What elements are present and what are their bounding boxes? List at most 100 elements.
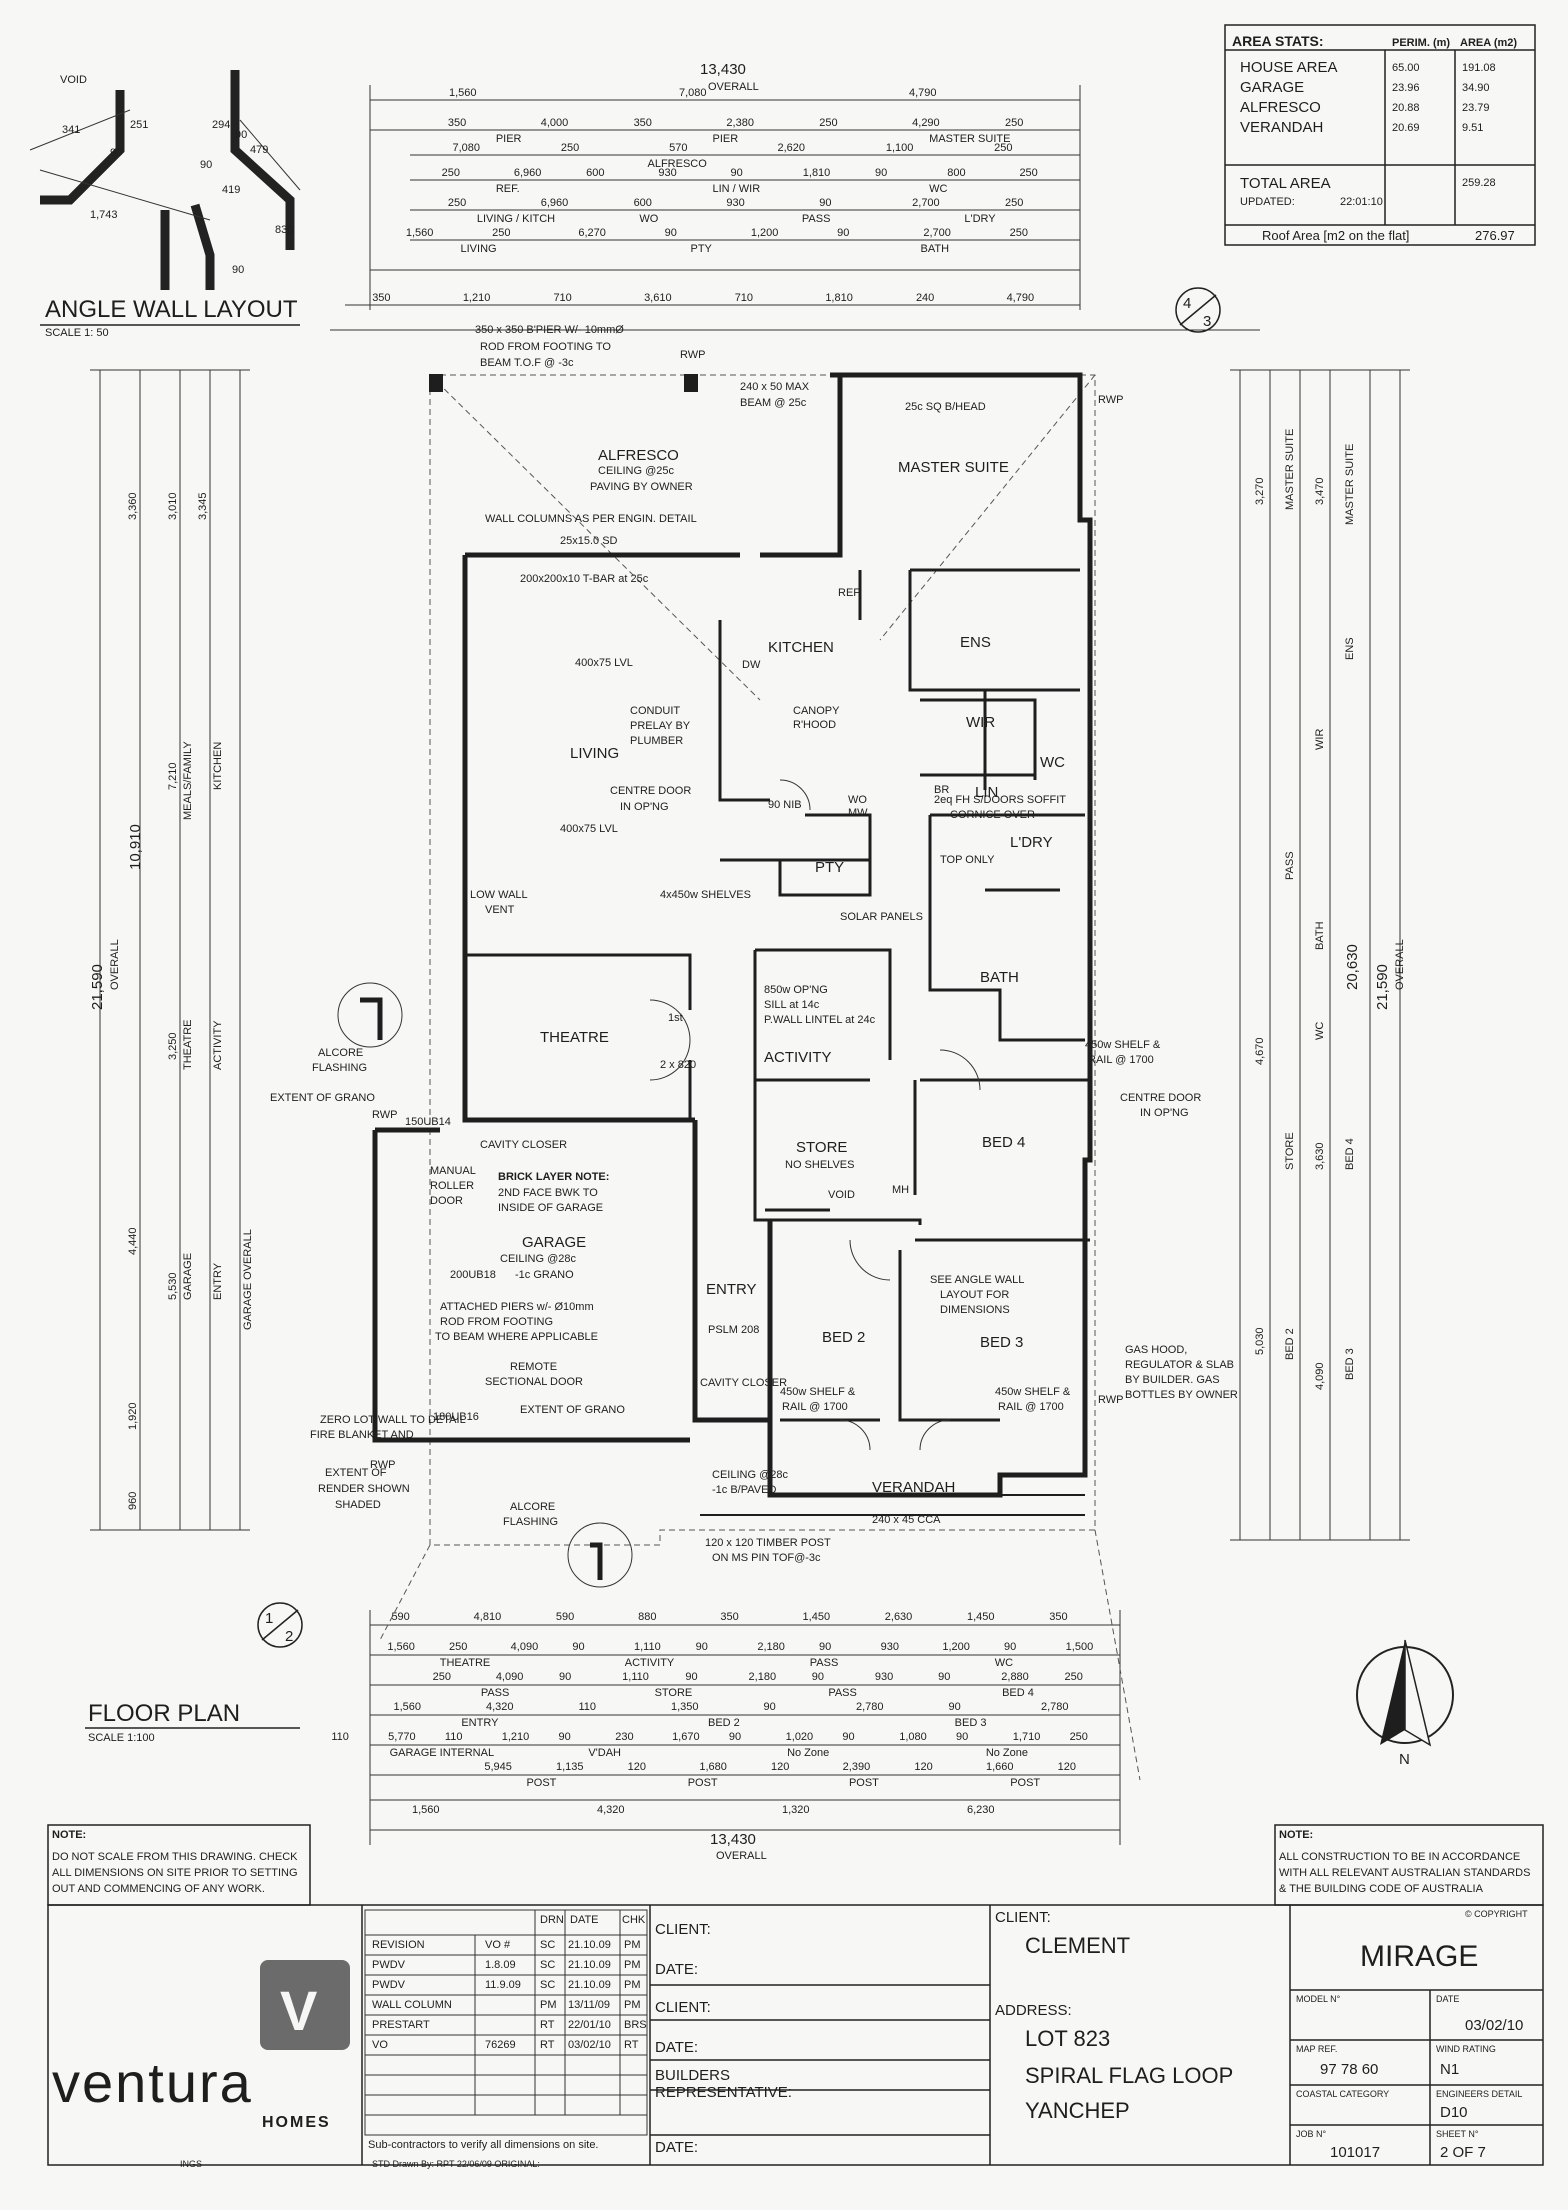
top-dim-value: 800 <box>947 167 966 179</box>
left-dim: 3,345 <box>197 492 209 520</box>
right-label: MASTER SUITE <box>1284 428 1296 510</box>
note-see-angle2: LAYOUT FOR <box>940 1289 1010 1301</box>
bottom-dim-label: ACTIVITY <box>624 1657 675 1669</box>
note-rail-bed4: RAIL @ 1700 <box>1088 1054 1154 1066</box>
bottom-dim-value: 120 <box>627 1761 647 1773</box>
top-dim-value: 250 <box>1005 117 1024 129</box>
date-value: 03/02/10 <box>1465 2017 1524 2034</box>
rev-row-chk: PM <box>624 1979 641 1991</box>
note-lvl400: 400x75 LVL <box>560 823 618 835</box>
area-row-perim: 20.88 <box>1392 102 1420 114</box>
area-row-name: ALFRESCO <box>1240 99 1321 116</box>
left-dim: 4,440 <box>127 1227 139 1255</box>
note-see-angle3: DIMENSIONS <box>940 1304 1010 1316</box>
bottom-dim-label: PASS <box>809 1657 839 1669</box>
bottom-dim-value: 120 <box>1057 1761 1077 1773</box>
alfresco-paving: PAVING BY OWNER <box>590 481 693 493</box>
bottom-dim-value: 1,135 <box>556 1761 584 1773</box>
bottom-dimension-lines <box>369 1610 1121 1845</box>
note-render3: SHADED <box>335 1499 381 1511</box>
note-in-opng: IN OP'NG <box>620 801 669 813</box>
top-dim-value: 3,610 <box>644 292 672 304</box>
room-dw: DW <box>742 659 761 671</box>
top-dim-value: 4,000 <box>540 117 569 129</box>
top-dim-label: LIVING <box>460 243 497 255</box>
right-dimension-lines <box>1230 369 1410 1541</box>
top-dim-value: 930 <box>726 197 745 209</box>
eng-label: ENGINEERS DETAIL <box>1436 2089 1523 2099</box>
roof-outline <box>379 374 1141 1781</box>
note-opng850: 850w OP'NG <box>764 984 828 996</box>
revision-grid <box>364 1909 648 2136</box>
top-dim-value: 250 <box>1019 167 1038 179</box>
sign-builders: BUILDERS <box>655 2067 731 2084</box>
address-line2: SPIRAL FLAG LOOP <box>1025 2063 1234 2088</box>
note-see-angle1: SEE ANGLE WALL <box>930 1274 1025 1286</box>
left-label: GARAGE <box>182 1252 194 1300</box>
top-dim-value: 240 <box>915 292 935 304</box>
top-dim-value: 250 <box>1005 197 1024 209</box>
top-dim-value: 90 <box>837 227 850 239</box>
note-prelay: PRELAY BY <box>630 720 691 732</box>
note-first: 1st <box>668 1012 683 1024</box>
note-render1: EXTENT OF <box>325 1467 387 1479</box>
note-cca: 240 x 45 CCA <box>872 1514 941 1526</box>
bottom-dim-value: 4,320 <box>486 1701 514 1713</box>
bottom-dim-value: 4,090 <box>495 1671 524 1683</box>
bottom-dim-value: 1,350 <box>671 1701 699 1713</box>
bottom-dim-value: 6,230 <box>967 1804 995 1816</box>
top-dim-value: 710 <box>553 292 572 304</box>
top-dim-value: 250 <box>560 142 580 154</box>
bottom-dim-value: 2,880 <box>1001 1671 1029 1683</box>
note-right-title: NOTE: <box>1279 1829 1314 1841</box>
note-pier: BEAM T.O.F @ -3c <box>480 357 574 369</box>
note-fire1: FIRE BLANKET AND <box>310 1429 414 1441</box>
area-stats-col-perim: PERIM. (m) <box>1392 37 1451 49</box>
bottom-dim-label: BED 2 <box>708 1717 740 1729</box>
left-dim: 7,210 <box>167 762 179 790</box>
room-master: MASTER SUITE <box>898 459 1009 476</box>
note-ub180: 180UB16 <box>433 1411 479 1423</box>
note-pier: ROD FROM FOOTING TO <box>480 341 611 353</box>
rev-row-date: 21.10.09 <box>568 1959 611 1971</box>
bottom-dim-value: 5,945 <box>484 1761 512 1773</box>
area-stats-col-area: AREA (m2) <box>1460 37 1518 49</box>
top-dim-label: PIER <box>495 133 522 145</box>
right-dim: 4,090 <box>1314 1362 1326 1390</box>
note-2x820: 2 x 820 <box>660 1059 697 1071</box>
bottom-dim-value: 90 <box>558 1731 571 1743</box>
top-dim-value: 2,380 <box>726 117 754 129</box>
top-dim-value: 1,200 <box>750 227 779 239</box>
bottom-dim-value: 1,500 <box>1065 1641 1094 1653</box>
note-rwp-r: RWP <box>1098 394 1124 406</box>
sheet-ref: 4 <box>1183 295 1192 312</box>
note-remote1: REMOTE <box>510 1361 558 1373</box>
bottom-dim-value: 1,560 <box>393 1701 422 1713</box>
angle-wall-dim: 479 <box>250 144 269 156</box>
note-beam-at: BEAM @ 25c <box>740 397 807 409</box>
rev-first-date: 21.10.09 <box>568 1939 611 1951</box>
left-dim: 3,360 <box>127 492 139 520</box>
note-gas2: REGULATOR & SLAB <box>1125 1359 1235 1371</box>
left-label: KITCHEN <box>212 741 224 790</box>
angle-wall-dim: 90 <box>235 129 248 141</box>
top-dim-label: LIN / WIR <box>712 183 761 195</box>
sheet-ref: 2 <box>285 1628 294 1645</box>
bottom-dim-value: 2,780 <box>1041 1701 1069 1713</box>
bottom-dim-value: 1,210 <box>501 1731 530 1743</box>
bottom-dim-value: 350 <box>720 1611 739 1623</box>
bottom-dim-label: No Zone <box>985 1747 1029 1759</box>
internal-walls <box>465 568 1090 1495</box>
room-store: STORE <box>796 1139 848 1156</box>
note-rail-bed2: RAIL @ 1700 <box>782 1401 848 1413</box>
right-label: MASTER SUITE <box>1344 443 1356 525</box>
area-row-area: 34.90 <box>1462 82 1490 94</box>
rev-row-chk: BRS <box>624 2019 647 2031</box>
model-label: MODEL N° <box>1296 1994 1341 2004</box>
bottom-dim-value: 90 <box>763 1701 776 1713</box>
room-ldry: L'DRY <box>1010 834 1053 851</box>
north-label: N <box>1399 1751 1410 1768</box>
angle-wall-dim: 419 <box>222 184 241 196</box>
note-manual: MANUAL <box>430 1165 476 1177</box>
rev-row-date: 03/02/10 <box>568 2039 611 2051</box>
